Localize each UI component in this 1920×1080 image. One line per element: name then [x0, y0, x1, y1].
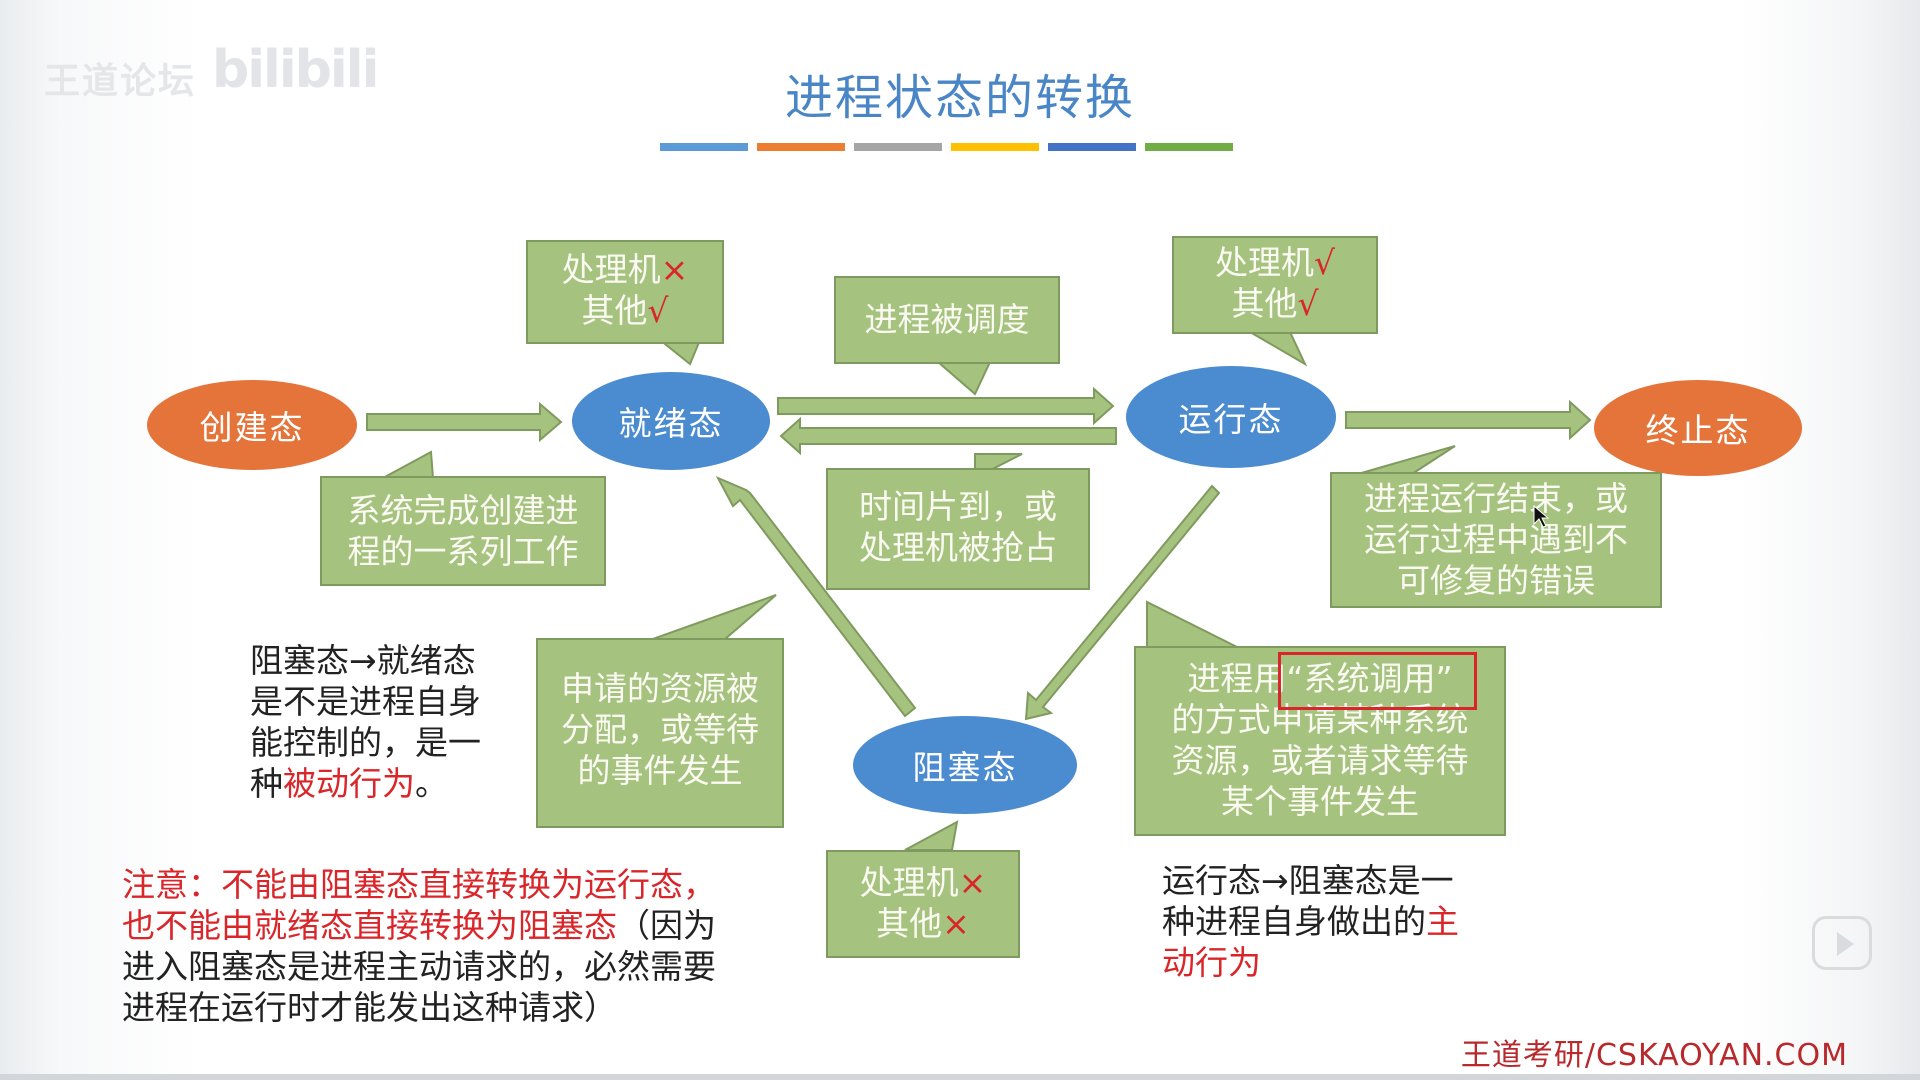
- progress-track[interactable]: [0, 1074, 1920, 1080]
- arrow-new-to-ready: [366, 401, 563, 443]
- callout-text: 处理机: [1214, 243, 1314, 282]
- callout-text: 处理机: [859, 863, 959, 902]
- page-title: 进程状态的转换: [784, 70, 1135, 126]
- callout-pointer: [1246, 331, 1308, 367]
- callout-text: 处理机被抢占: [859, 528, 1057, 567]
- underline-bar: [660, 143, 748, 151]
- state-new: 创建态: [147, 380, 357, 470]
- note-text: 种进程自身做出的: [1162, 902, 1426, 941]
- cross-icon: ×: [660, 250, 689, 289]
- note-warning: 注意：不能由阻塞态直接转换为运行态， 也不能由就绪态直接转换为阻塞态（因为 进入…: [122, 864, 716, 1028]
- cross-icon: ×: [942, 904, 970, 943]
- callout-text: 可修复的错误: [1397, 561, 1595, 600]
- emphasis-text: 被动行为: [283, 764, 415, 803]
- note-text: 种: [250, 764, 283, 803]
- underline-bar: [1145, 143, 1233, 151]
- callout-text: 申请的资源被: [561, 669, 759, 708]
- arrow-running-to-terminated: [1345, 399, 1592, 441]
- callout-resource-granted: 申请的资源被 分配，或等待 的事件发生: [536, 638, 784, 828]
- note-line: 阻塞态→就绪态: [250, 641, 476, 680]
- callout-text: 系统完成创建进: [347, 491, 579, 530]
- state-label: 阻塞态: [912, 748, 1018, 787]
- callout-text: 处理机: [561, 250, 661, 289]
- callout-text: 其他: [581, 291, 648, 330]
- arrow-running-to-blocked: [1024, 484, 1221, 721]
- callout-text: 进程用: [1187, 659, 1287, 698]
- warning-line: 也不能由就绪态直接转换为阻塞态: [122, 906, 617, 945]
- mouse-cursor-icon: [1533, 505, 1549, 528]
- check-icon: √: [1313, 243, 1336, 282]
- check-icon: √: [647, 291, 669, 330]
- state-label: 创建态: [199, 408, 305, 447]
- callout-scheduled: 进程被调度: [834, 276, 1060, 364]
- callout-pointer: [1146, 600, 1244, 651]
- forum-watermark: 王道论坛: [44, 61, 197, 102]
- state-label: 终止态: [1645, 411, 1751, 450]
- callout-text: 的方式申请某种系统: [1171, 700, 1469, 739]
- callout-text: 程的一系列工作: [347, 532, 579, 571]
- callout-pointer: [904, 820, 959, 851]
- arrow-running-to-ready: [779, 416, 1117, 456]
- callout-pointer: [1357, 445, 1456, 475]
- callout-syscall: 进程用“系统调用” 的方式申请某种系统 资源，或者请求等待 某个事件发生: [1134, 646, 1506, 836]
- callout-text: 时间片到，或: [859, 487, 1057, 526]
- callout-text: 某个事件发生: [1221, 782, 1419, 821]
- note-line: 进程在运行时才能发出这种请求）: [122, 988, 617, 1027]
- warning-line: 注意：不能由阻塞态直接转换为运行态，: [122, 865, 716, 904]
- footer-brand: 王道考研/CSKAOYAN.COM: [1460, 1038, 1848, 1073]
- note-line: 是不是进程自身: [250, 682, 481, 721]
- callout-pointer: [935, 361, 992, 396]
- note-running-to-blocked: 运行态→阻塞态是一 种进程自身做出的主 动行为: [1162, 860, 1459, 983]
- note-blocked-to-ready: 阻塞态→就绪态 是不是进程自身 能控制的，是一 种被动行为。: [250, 640, 481, 804]
- emphasis-text: 动行为: [1162, 943, 1261, 982]
- callout-text: 资源，或者请求等待: [1171, 741, 1469, 780]
- note-line: 能控制的，是一: [250, 723, 481, 762]
- arrow-ready-to-running: [777, 386, 1115, 426]
- play-icon[interactable]: [1812, 916, 1872, 970]
- underline-bar: [951, 143, 1039, 151]
- callout-text: 运行过程中遇到不: [1364, 520, 1628, 559]
- callout-text: 其他: [876, 904, 943, 943]
- note-text: 。: [415, 764, 448, 803]
- arrow-blocked-to-ready: [715, 475, 917, 718]
- note-text: （因为: [617, 906, 716, 945]
- underline-bar: [854, 143, 942, 151]
- state-blocked: 阻塞态: [853, 716, 1077, 814]
- state-label: 运行态: [1178, 400, 1284, 439]
- callout-pointer: [382, 450, 435, 479]
- state-ready: 就绪态: [572, 372, 770, 470]
- state-terminated: 终止态: [1594, 380, 1802, 476]
- callout-ready-resources: 处理机× 其他√: [526, 240, 724, 344]
- emphasis-text: 主: [1426, 902, 1459, 941]
- state-label: 就绪态: [618, 404, 724, 443]
- callout-created: 系统完成创建进 程的一系列工作: [320, 476, 606, 586]
- callout-blocked-resources: 处理机× 其他×: [826, 850, 1020, 958]
- callout-text: 的事件发生: [577, 751, 743, 790]
- system-call-highlight: “系统调用”: [1286, 659, 1453, 698]
- callout-pointer: [649, 594, 777, 641]
- underline-bar: [757, 143, 845, 151]
- underline-bar: [1048, 143, 1136, 151]
- callout-terminate: 进程运行结束，或 运行过程中遇到不 可修复的错误: [1330, 472, 1662, 608]
- callout-text: 进程被调度: [864, 300, 1030, 339]
- callout-text: 进程运行结束，或: [1364, 479, 1628, 518]
- callout-text: 其他: [1231, 284, 1298, 323]
- note-line: 运行态→阻塞态是一: [1162, 861, 1454, 900]
- callout-preempted: 时间片到，或 处理机被抢占: [826, 468, 1090, 590]
- note-line: 进入阻塞态是进程主动请求的，必然需要: [122, 947, 716, 986]
- cross-icon: ×: [958, 863, 987, 902]
- callout-running-resources: 处理机√ 其他√: [1172, 236, 1378, 334]
- callout-text: 分配，或等待: [561, 710, 759, 749]
- bilibili-watermark: bilibili: [212, 40, 379, 100]
- state-running: 运行态: [1126, 366, 1336, 468]
- highlight-box: [1278, 652, 1477, 710]
- check-icon: √: [1297, 284, 1319, 323]
